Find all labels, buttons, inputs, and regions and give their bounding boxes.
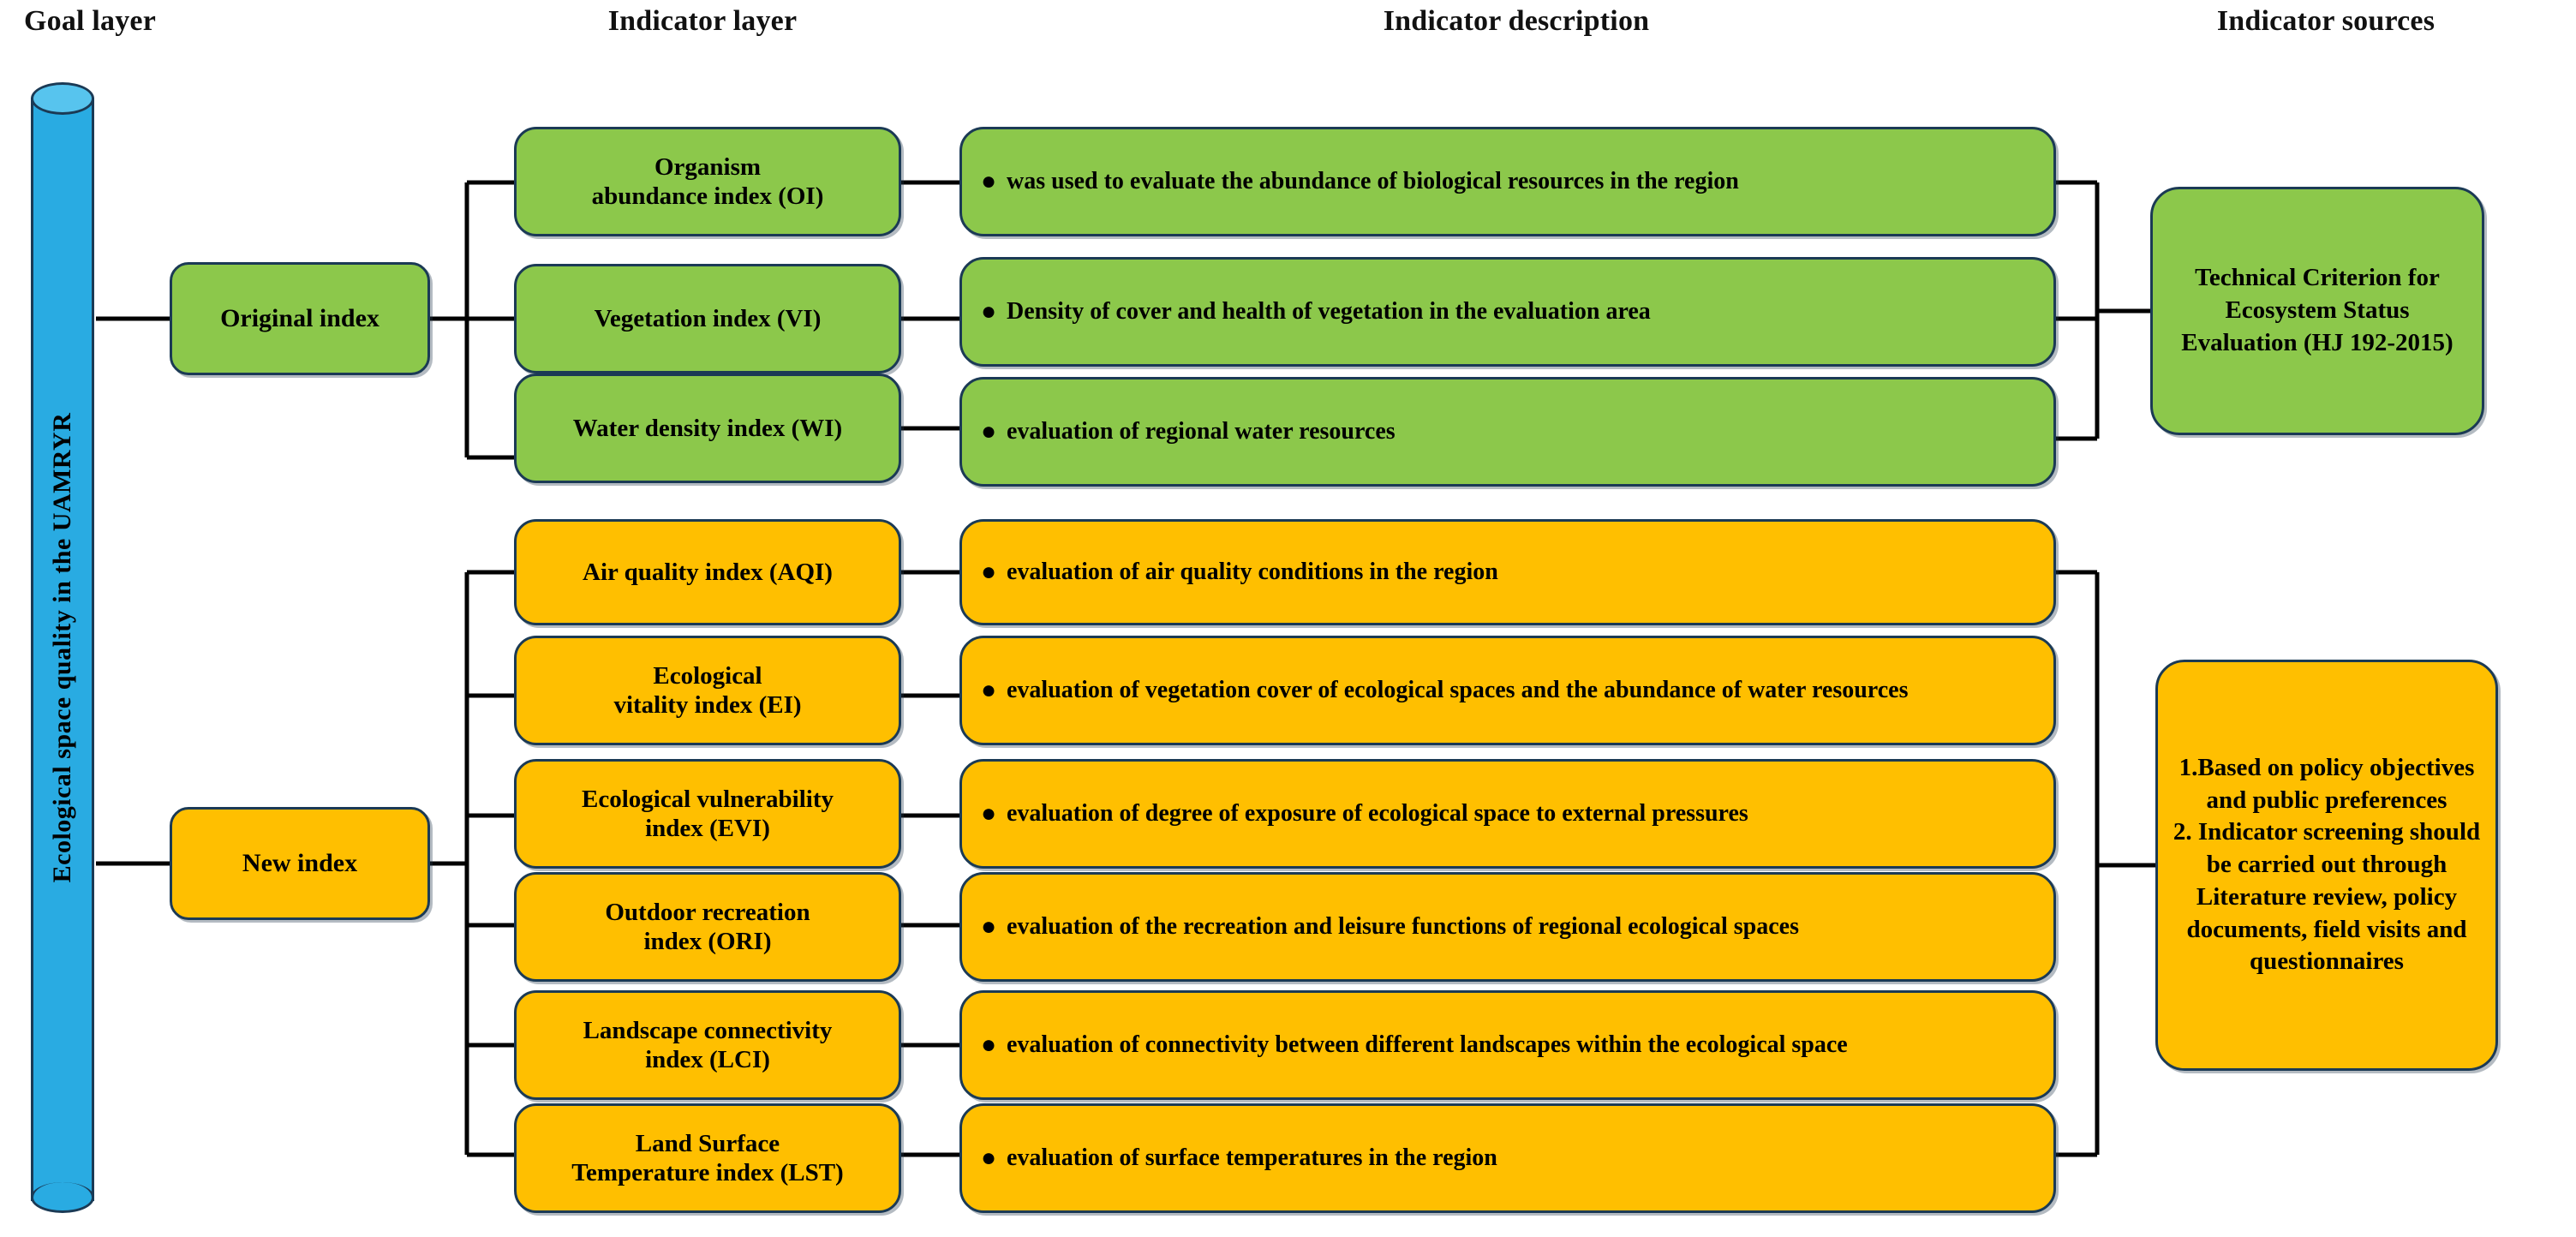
goal-cylinder: Ecological space quality in the UAMRYR — [31, 82, 94, 1213]
description-outdoor-recreation-index: ● evaluation of the recreation and leisu… — [959, 872, 2056, 982]
description-air-quality-index: ● evaluation of air quality conditions i… — [959, 519, 2056, 625]
description-air-quality-index-text: evaluation of air quality conditions in … — [1007, 559, 1498, 586]
bullet-icon: ● — [981, 799, 997, 828]
bullet-icon: ● — [981, 297, 997, 326]
description-vegetation-index-text: Density of cover and health of vegetatio… — [1007, 298, 1651, 326]
description-landscape-connectivity-index-text: evaluation of connectivity between diffe… — [1007, 1031, 1848, 1059]
description-water-density-index-text: evaluation of regional water resources — [1007, 418, 1396, 445]
description-organism-abundance-index: ● was used to evaluate the abundance of … — [959, 127, 2056, 236]
source-technical-criterion-label: Technical Criterion for Ecosystem Status… — [2181, 264, 2453, 356]
column-header-indicator-sources: Indicator sources — [2216, 5, 2436, 37]
goal-label: Ecological space quality in the UAMRYR — [48, 412, 76, 883]
branch-original-index-label: Original index — [220, 304, 380, 333]
bullet-icon: ● — [981, 417, 997, 445]
description-land-surface-temperature-index-text: evaluation of surface temperatures in th… — [1007, 1144, 1497, 1172]
bullet-icon: ● — [981, 1144, 997, 1172]
bullet-icon: ● — [981, 912, 997, 941]
source-policy-and-screening: 1.Based on policy objectives and public … — [2155, 660, 2498, 1071]
branch-new-index-label: New index — [242, 849, 358, 878]
description-vegetation-index: ● Density of cover and health of vegetat… — [959, 257, 2056, 367]
source-technical-criterion: Technical Criterion for Ecosystem Status… — [2150, 187, 2484, 435]
column-header-indicator-description: Indicator description — [1383, 5, 1650, 37]
indicator-air-quality-index[interactable]: Air quality index (AQI) — [514, 519, 901, 625]
bullet-icon: ● — [981, 676, 997, 704]
description-land-surface-temperature-index: ● evaluation of surface temperatures in … — [959, 1103, 2056, 1213]
indicator-air-quality-index-label: Air quality index (AQI) — [583, 558, 833, 586]
column-header-indicator-layer: Indicator layer — [607, 5, 798, 37]
indicator-water-density-index-label: Water density index (WI) — [572, 414, 843, 442]
bullet-icon: ● — [981, 558, 997, 586]
branch-original-index[interactable]: Original index — [170, 262, 430, 375]
indicator-vegetation-index[interactable]: Vegetation index (VI) — [514, 264, 901, 373]
description-outdoor-recreation-index-text: evaluation of the recreation and leisure… — [1007, 913, 1799, 941]
description-ecological-vulnerability-index: ● evaluation of degree of exposure of ec… — [959, 759, 2056, 869]
source-policy-and-screening-label: 1.Based on policy objectives and public … — [2173, 754, 2481, 976]
description-landscape-connectivity-index: ● evaluation of connectivity between dif… — [959, 990, 2056, 1100]
description-ecological-vitality-index-text: evaluation of vegetation cover of ecolog… — [1007, 677, 1909, 704]
description-ecological-vulnerability-index-text: evaluation of degree of exposure of ecol… — [1007, 800, 1748, 828]
bullet-icon: ● — [981, 167, 997, 195]
cylinder-bottom-ellipse — [31, 1182, 94, 1213]
branch-new-index[interactable]: New index — [170, 807, 430, 920]
cylinder-top-ellipse — [31, 82, 94, 115]
cylinder-body — [31, 98, 94, 1201]
description-organism-abundance-index-text: was used to evaluate the abundance of bi… — [1007, 168, 1739, 195]
description-ecological-vitality-index: ● evaluation of vegetation cover of ecol… — [959, 636, 2056, 745]
bullet-icon: ● — [981, 1031, 997, 1059]
description-water-density-index: ● evaluation of regional water resources — [959, 377, 2056, 487]
column-header-goal-layer: Goal layer — [23, 5, 157, 37]
indicator-vegetation-index-label: Vegetation index (VI) — [594, 304, 822, 332]
indicator-water-density-index[interactable]: Water density index (WI) — [514, 373, 901, 483]
